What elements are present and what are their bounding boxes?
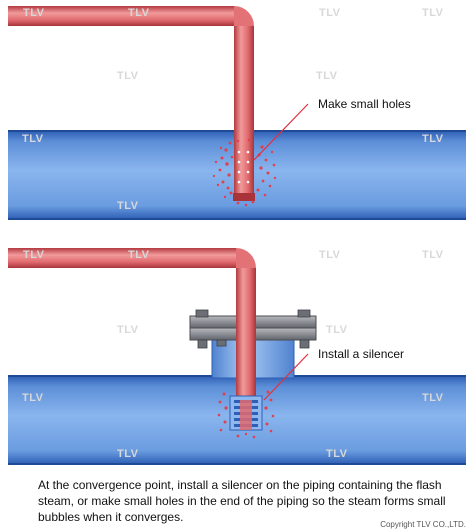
callout-line-small-holes <box>253 103 309 161</box>
watermark: TLV <box>326 448 348 460</box>
steam-pipe-elbow <box>236 248 256 268</box>
watermark: TLV <box>117 70 139 82</box>
watermark: TLV <box>117 448 139 460</box>
watermark: TLV <box>117 200 139 212</box>
silencer-head <box>229 395 263 431</box>
watermark: TLV <box>23 7 45 19</box>
watermark: TLV <box>422 249 444 261</box>
watermark: TLV <box>117 324 139 336</box>
diagram-panel-silencer: TLV TLV TLV TLV TLV TLV TLV TLV TLV TLV … <box>8 240 466 472</box>
label-make-small-holes: Make small holes <box>318 97 411 111</box>
steam-bubbles <box>217 390 275 439</box>
flange-bolts <box>195 309 311 349</box>
watermark: TLV <box>316 70 338 82</box>
watermark: TLV <box>319 249 341 261</box>
steam-pipe-horizontal <box>8 6 234 26</box>
watermark: TLV <box>22 133 44 145</box>
steam-pipe-end <box>233 193 255 201</box>
pipe-holes <box>237 150 250 184</box>
steam-bubbles <box>212 138 277 207</box>
watermark: TLV <box>319 7 341 19</box>
watermark: TLV <box>128 7 150 19</box>
watermark: TLV <box>422 133 444 145</box>
watermark: TLV <box>128 249 150 261</box>
label-install-a-silencer: Install a silencer <box>318 347 405 361</box>
watermark: TLV <box>22 392 44 404</box>
watermark: TLV <box>422 392 444 404</box>
steam-pipe-elbow <box>234 6 254 26</box>
figure-caption: At the convergence point, install a sile… <box>38 478 446 524</box>
watermark: TLV <box>326 324 348 336</box>
watermark: TLV <box>422 7 444 19</box>
steam-pipe-vertical <box>236 268 256 418</box>
steam-pipe-vertical <box>234 26 254 200</box>
diagram-panel-small-holes: TLV TLV TLV TLV TLV TLV TLV TLV TLV Make… <box>8 0 466 232</box>
silencer-illustration <box>8 248 466 465</box>
watermark: TLV <box>23 249 45 261</box>
copyright-notice: Copyright TLV CO.,LTD. <box>380 520 466 529</box>
steam-pipe-horizontal <box>8 248 236 268</box>
callout-line-silencer <box>263 353 309 401</box>
small-holes-illustration <box>8 6 466 220</box>
